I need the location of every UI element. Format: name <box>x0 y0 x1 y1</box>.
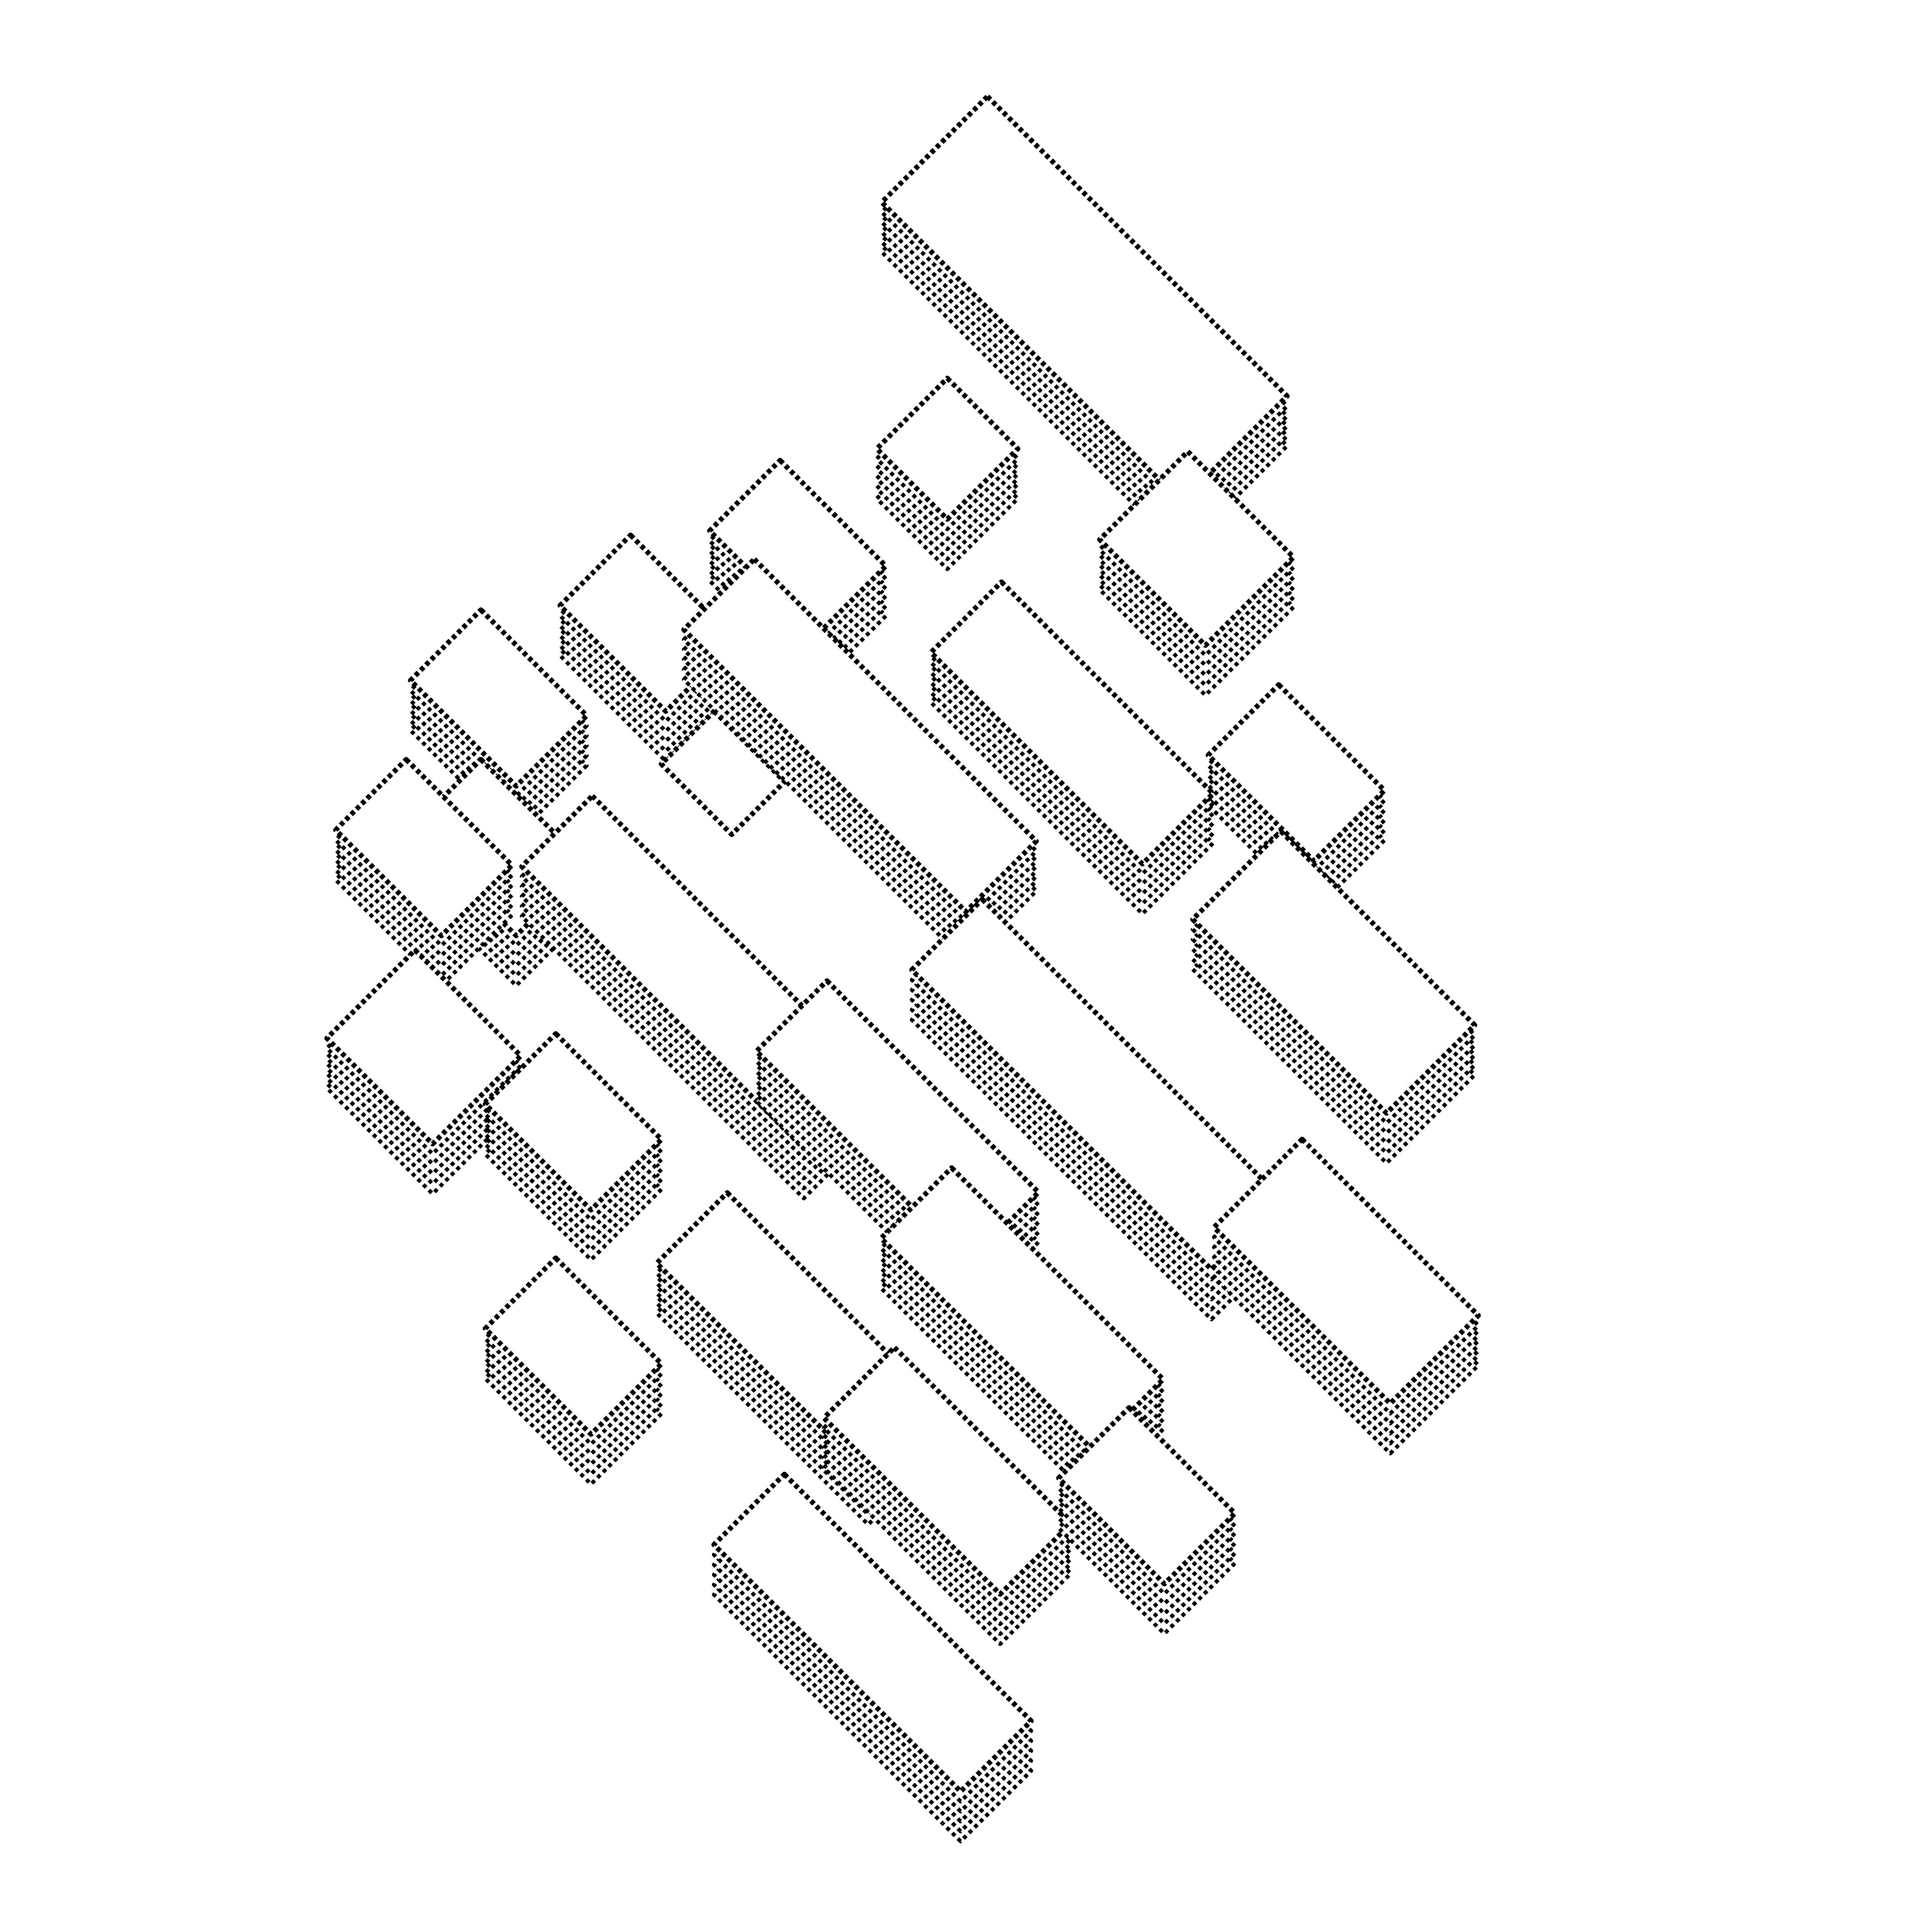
iso-block-3 <box>874 376 1021 571</box>
iso-block-15 <box>909 897 1284 1322</box>
iso-block-16 <box>324 947 523 1196</box>
iso-block-25 <box>711 1471 1034 1843</box>
iso-block-top-face <box>483 1031 664 1212</box>
iso-block-top-face <box>408 607 589 789</box>
iso-block-19 <box>1211 1136 1481 1456</box>
iso-block-14 <box>1190 829 1478 1165</box>
iso-block-top-face <box>821 1345 1073 1597</box>
iso-block-top-face <box>1190 829 1478 1116</box>
iso-block-20 <box>483 1255 664 1486</box>
iso-block-top-face <box>659 708 787 837</box>
iso-block-24 <box>1056 1405 1237 1636</box>
iso-block-top-face <box>681 556 1039 915</box>
iso-block-7 <box>408 607 589 838</box>
iso-block-6 <box>659 708 787 837</box>
iso-block-23 <box>821 1345 1073 1646</box>
iso-block-top-face <box>1211 1136 1481 1406</box>
iso-block-top-face <box>874 376 1021 522</box>
iso-block-top-face <box>333 757 515 938</box>
iso-block-11 <box>1205 682 1387 913</box>
iso-block-22 <box>878 1165 1166 1502</box>
iso-block-top-face <box>711 1471 1034 1794</box>
iso-block-top-face <box>1205 682 1387 864</box>
iso-block-1 <box>879 94 1290 554</box>
iso-block-17 <box>483 1031 664 1262</box>
iso-block-top-face <box>1097 449 1296 648</box>
iso-block-12 <box>928 579 1216 916</box>
iso-block-top-face <box>483 1255 664 1437</box>
iso-block-9 <box>333 757 515 988</box>
iso-block-2 <box>1097 449 1296 697</box>
iso-block-top-face <box>324 947 523 1147</box>
iso-block-top-face <box>909 897 1284 1272</box>
iso-block-top-face <box>1056 1405 1237 1587</box>
block-layer <box>324 94 1481 1843</box>
iso-block-top-face <box>928 579 1216 867</box>
iso-block-10 <box>681 556 1039 964</box>
